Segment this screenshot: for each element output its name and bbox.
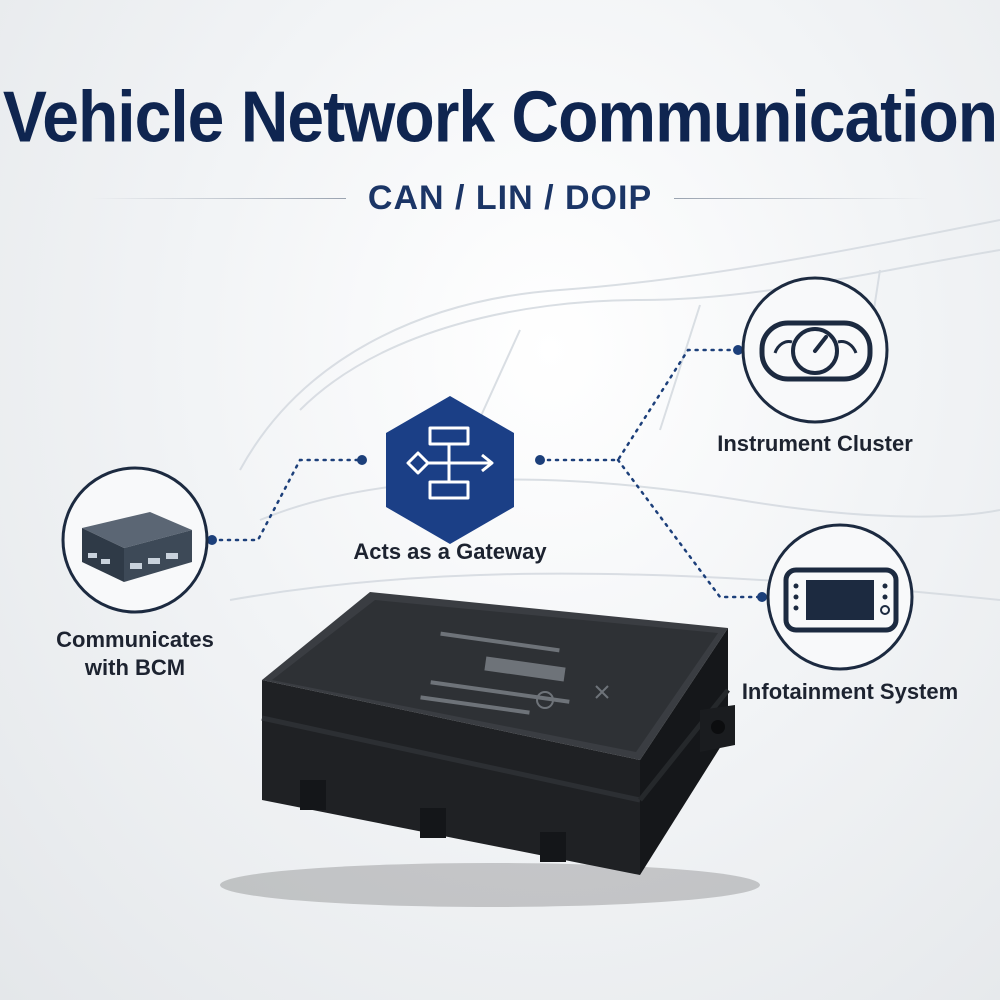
bcm-label-line2: with BCM (84, 655, 186, 680)
subtitle-divider-right (674, 197, 931, 199)
subtitle-row: CAN / LIN / DOIP (90, 178, 931, 218)
subtitle-divider-left (90, 197, 346, 199)
bcm-node (61, 466, 209, 614)
connector-bcm-gateway (210, 458, 364, 542)
infotainment-node (766, 523, 914, 671)
connector-dots (207, 345, 767, 602)
speedometer-icon (759, 320, 873, 382)
infotainment-label: Infotainment System (741, 679, 959, 704)
bcm-label: Communicates with BCM (40, 626, 230, 682)
gateway-node (386, 396, 514, 544)
control-module-icon (82, 512, 192, 582)
gateway-label: Acts as a Gateway (353, 539, 547, 564)
page-title: Vehicle Network Communication (2, 75, 998, 157)
connector-gateway-instrument (538, 348, 740, 462)
bcm-label-line1: Communicates (56, 627, 214, 652)
connector-lines (210, 348, 764, 599)
protocol-subtitle: CAN / LIN / DOIP (367, 178, 653, 217)
instrument-node (741, 276, 889, 424)
touchscreen-display-icon (783, 567, 899, 633)
gateway-module-device (220, 592, 760, 907)
instrument-cluster-label: Instrument Cluster (717, 431, 913, 456)
device-label (420, 631, 609, 715)
connector-gateway-infotainment (616, 458, 764, 599)
flowchart-icon (406, 426, 494, 500)
